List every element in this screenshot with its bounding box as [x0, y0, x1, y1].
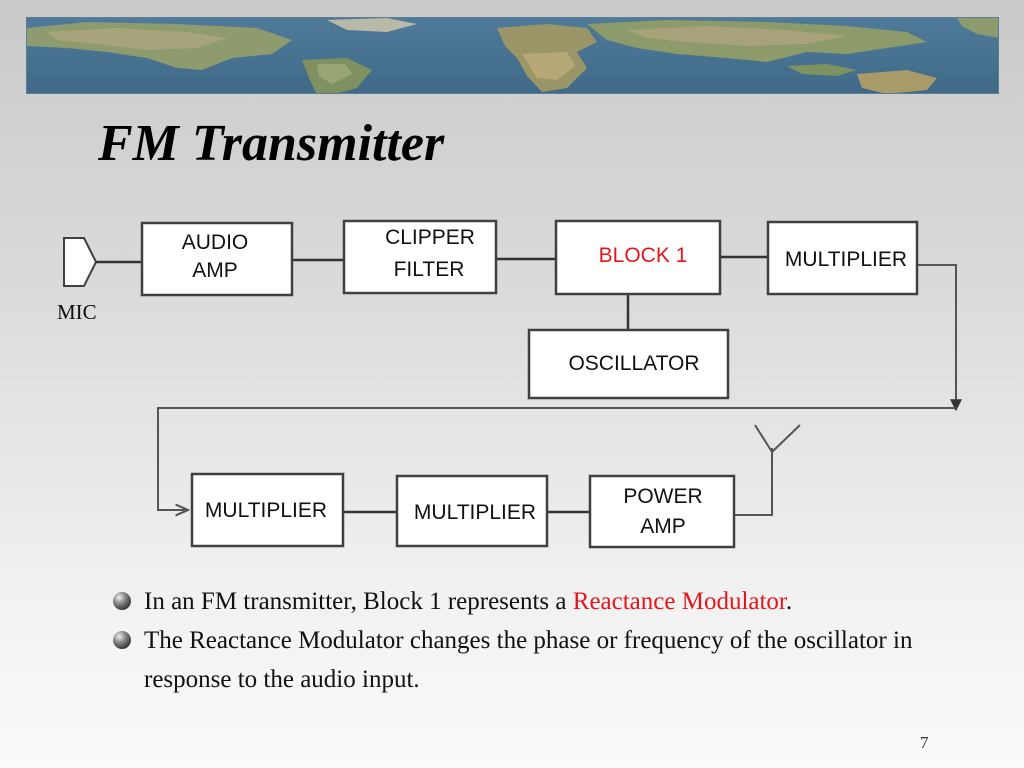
- block1-block: BLOCK 1: [554, 219, 722, 296]
- clipper-filter-label-line1: CLIPPER: [385, 226, 475, 249]
- power-amp-block: POWER AMP: [588, 474, 736, 549]
- page-number: 7: [920, 733, 929, 752]
- multiplier-top-label: MULTIPLIER: [785, 248, 907, 271]
- audio-amp-label-line1: AUDIO: [182, 231, 249, 254]
- wire-power-amp-to-antenna: [734, 448, 773, 516]
- antenna-icon: [754, 424, 801, 453]
- audio-amp-block: AUDIO AMP: [140, 221, 294, 297]
- bullet-1-end: .: [785, 588, 793, 615]
- oscillator-label: OSCILLATOR: [568, 352, 699, 375]
- power-amp-label-line1: POWER: [623, 485, 702, 508]
- microphone-icon: [63, 237, 98, 287]
- power-amp-label-line2: AMP: [640, 515, 686, 538]
- bullet-item-2: The Reactance Modulator changes the phas…: [110, 621, 970, 699]
- slide-title: FM Transmitter: [98, 115, 445, 172]
- block1-label: BLOCK 1: [599, 244, 688, 267]
- sphere-bullet-icon: [113, 631, 131, 649]
- audio-amp-label-line2: AMP: [192, 259, 238, 282]
- mic-label: MIC: [57, 300, 97, 324]
- wire-multiplier-down: [917, 264, 962, 412]
- multiplier-bottom-left-label: MULTIPLIER: [205, 499, 327, 522]
- bullet-1-text: In an FM transmitter, Block 1 represents…: [144, 588, 573, 615]
- multiplier-bottom-left-block: MULTIPLIER: [190, 472, 345, 548]
- clipper-filter-block: CLIPPER FILTER: [342, 219, 498, 295]
- sphere-bullet-icon: [113, 592, 131, 610]
- multiplier-top-block: MULTIPLIER: [766, 220, 919, 296]
- multiplier-bottom-mid-block: MULTIPLIER: [395, 474, 549, 548]
- world-map-banner: [26, 17, 999, 94]
- multiplier-bottom-mid-label: MULTIPLIER: [414, 501, 536, 524]
- bullet-2-text: The Reactance Modulator changes the phas…: [144, 627, 913, 693]
- oscillator-block: OSCILLATOR: [527, 328, 730, 400]
- bullet-item-1: In an FM transmitter, Block 1 represents…: [110, 582, 970, 621]
- wire-return-to-bottom-row: [157, 407, 956, 510]
- clipper-filter-label-line2: FILTER: [394, 258, 465, 281]
- bullet-list: In an FM transmitter, Block 1 represents…: [110, 582, 970, 699]
- reactance-modulator-highlight: Reactance Modulator: [572, 588, 786, 615]
